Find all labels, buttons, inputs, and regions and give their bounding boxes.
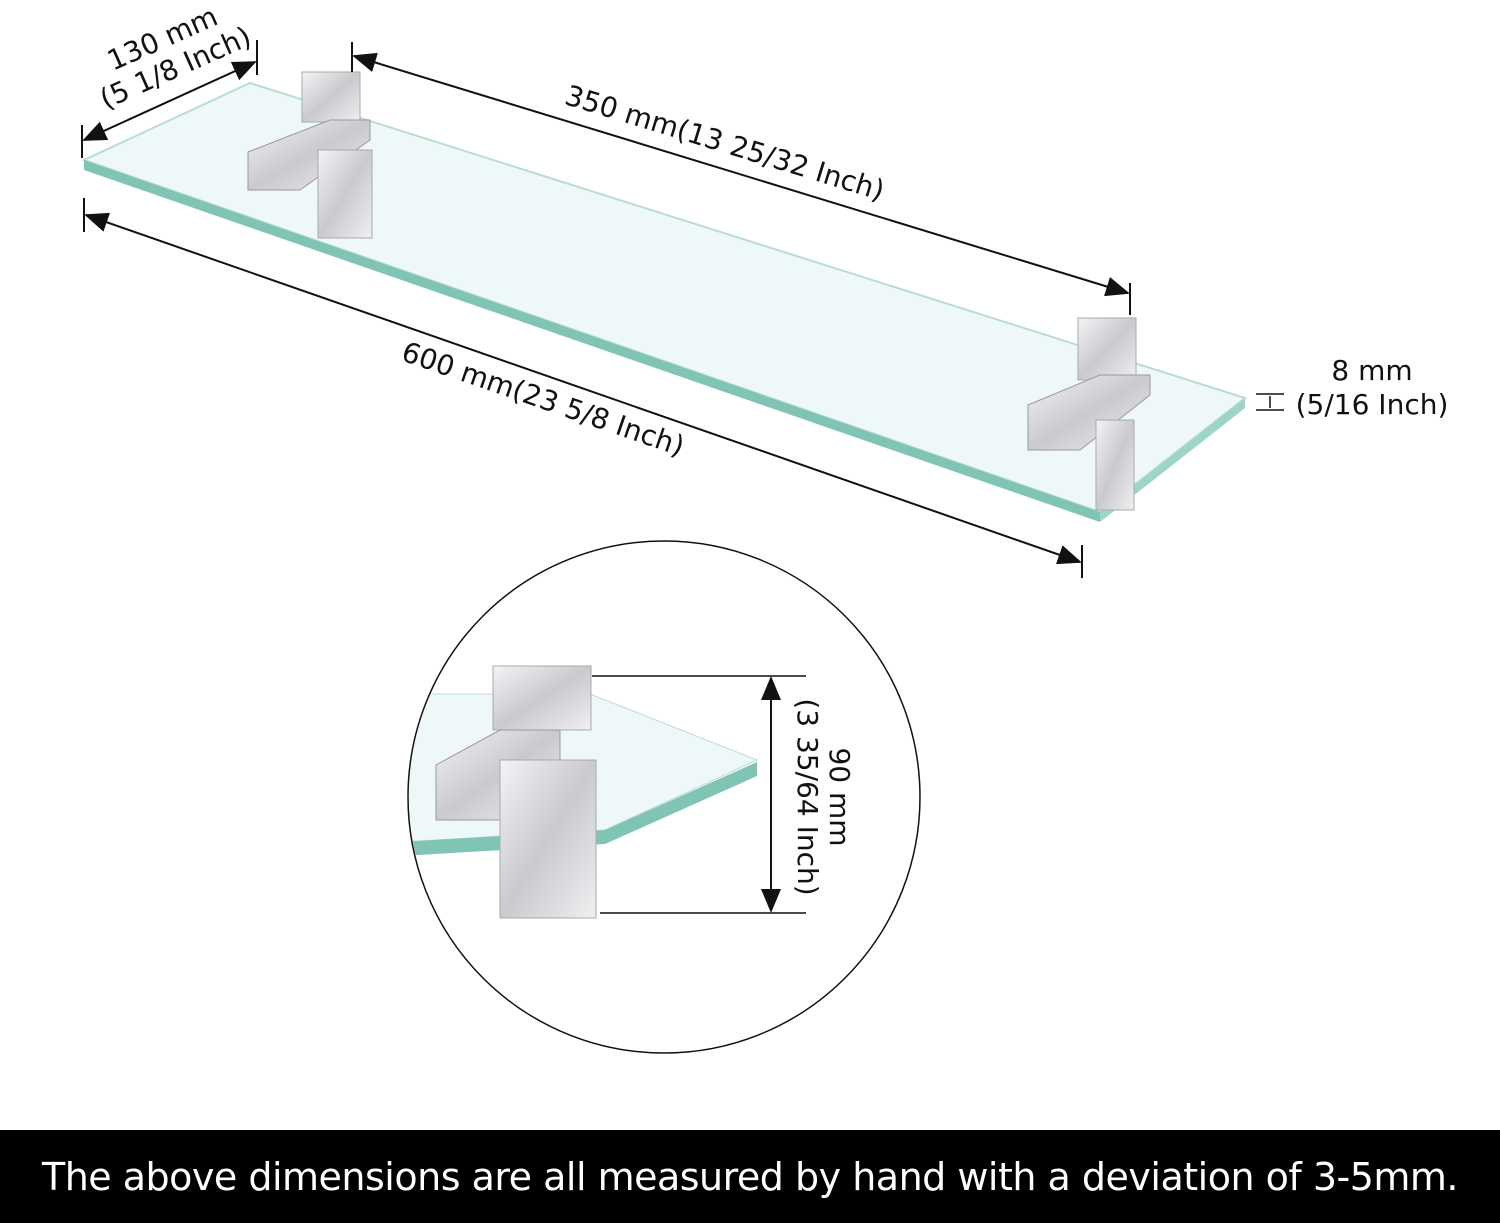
thickness-dimension: 8 mm (5/16 Inch) xyxy=(1256,354,1448,421)
bracket-spacing-label: 350 mm(13 25/32 Inch) xyxy=(561,79,888,208)
footer-banner: The above dimensions are all measured by… xyxy=(0,1130,1500,1223)
bracket-height-metric: 90 mm xyxy=(823,747,856,846)
bracket-height-imperial: (3 35/64 Inch) xyxy=(791,698,824,895)
measurement-note: The above dimensions are all measured by… xyxy=(41,1154,1459,1199)
bracket-detail-view: 90 mm (3 35/64 Inch) xyxy=(407,540,921,1054)
thickness-imperial: (5/16 Inch) xyxy=(1296,388,1449,421)
thickness-metric: 8 mm xyxy=(1331,354,1412,387)
